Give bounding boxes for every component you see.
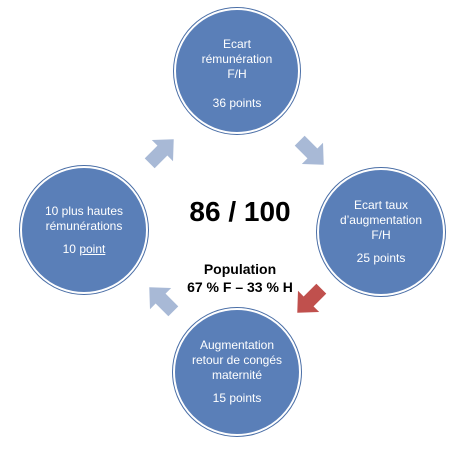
node-raise-rate-gap-points: 25 points <box>356 251 406 265</box>
population-label: Population <box>203 261 277 277</box>
node-maternity-raise-title: Augmentation retour de congés maternité <box>191 338 283 382</box>
node-top-salaries-points: 10 point <box>63 242 106 257</box>
population-info: Population 67 % F – 33 % H <box>160 260 320 296</box>
node-raise-rate-gap: Ecart taux d’augmentation F/H 25 points <box>317 168 445 296</box>
node-top-salaries: 10 plus hautes rémunérations 10 point <box>20 166 148 294</box>
node-top-salaries-points-unit: point <box>79 241 106 256</box>
arrow-right-to-bottom <box>297 283 327 313</box>
node-maternity-raise: Augmentation retour de congés maternité … <box>173 308 301 436</box>
node-top-salaries-points-value: 10 <box>62 241 76 256</box>
node-maternity-raise-points: 15 points <box>212 391 262 405</box>
node-raise-rate-gap-title: Ecart taux d’augmentation F/H <box>339 198 423 242</box>
population-value: 67 % F – 33 % H <box>187 279 293 296</box>
node-salary-gap-title: Ecart rémunération F/H <box>201 37 273 81</box>
arrow-top-to-right <box>294 135 324 165</box>
total-score: 86 / 100 <box>189 196 291 227</box>
node-salary-gap: Ecart rémunération F/H 36 points <box>174 8 300 134</box>
arrow-left-to-top <box>144 139 174 169</box>
node-top-salaries-title: 10 plus hautes rémunérations <box>44 203 124 233</box>
node-salary-gap-points: 36 points <box>212 96 262 110</box>
arrow-bottom-to-left <box>149 287 179 317</box>
